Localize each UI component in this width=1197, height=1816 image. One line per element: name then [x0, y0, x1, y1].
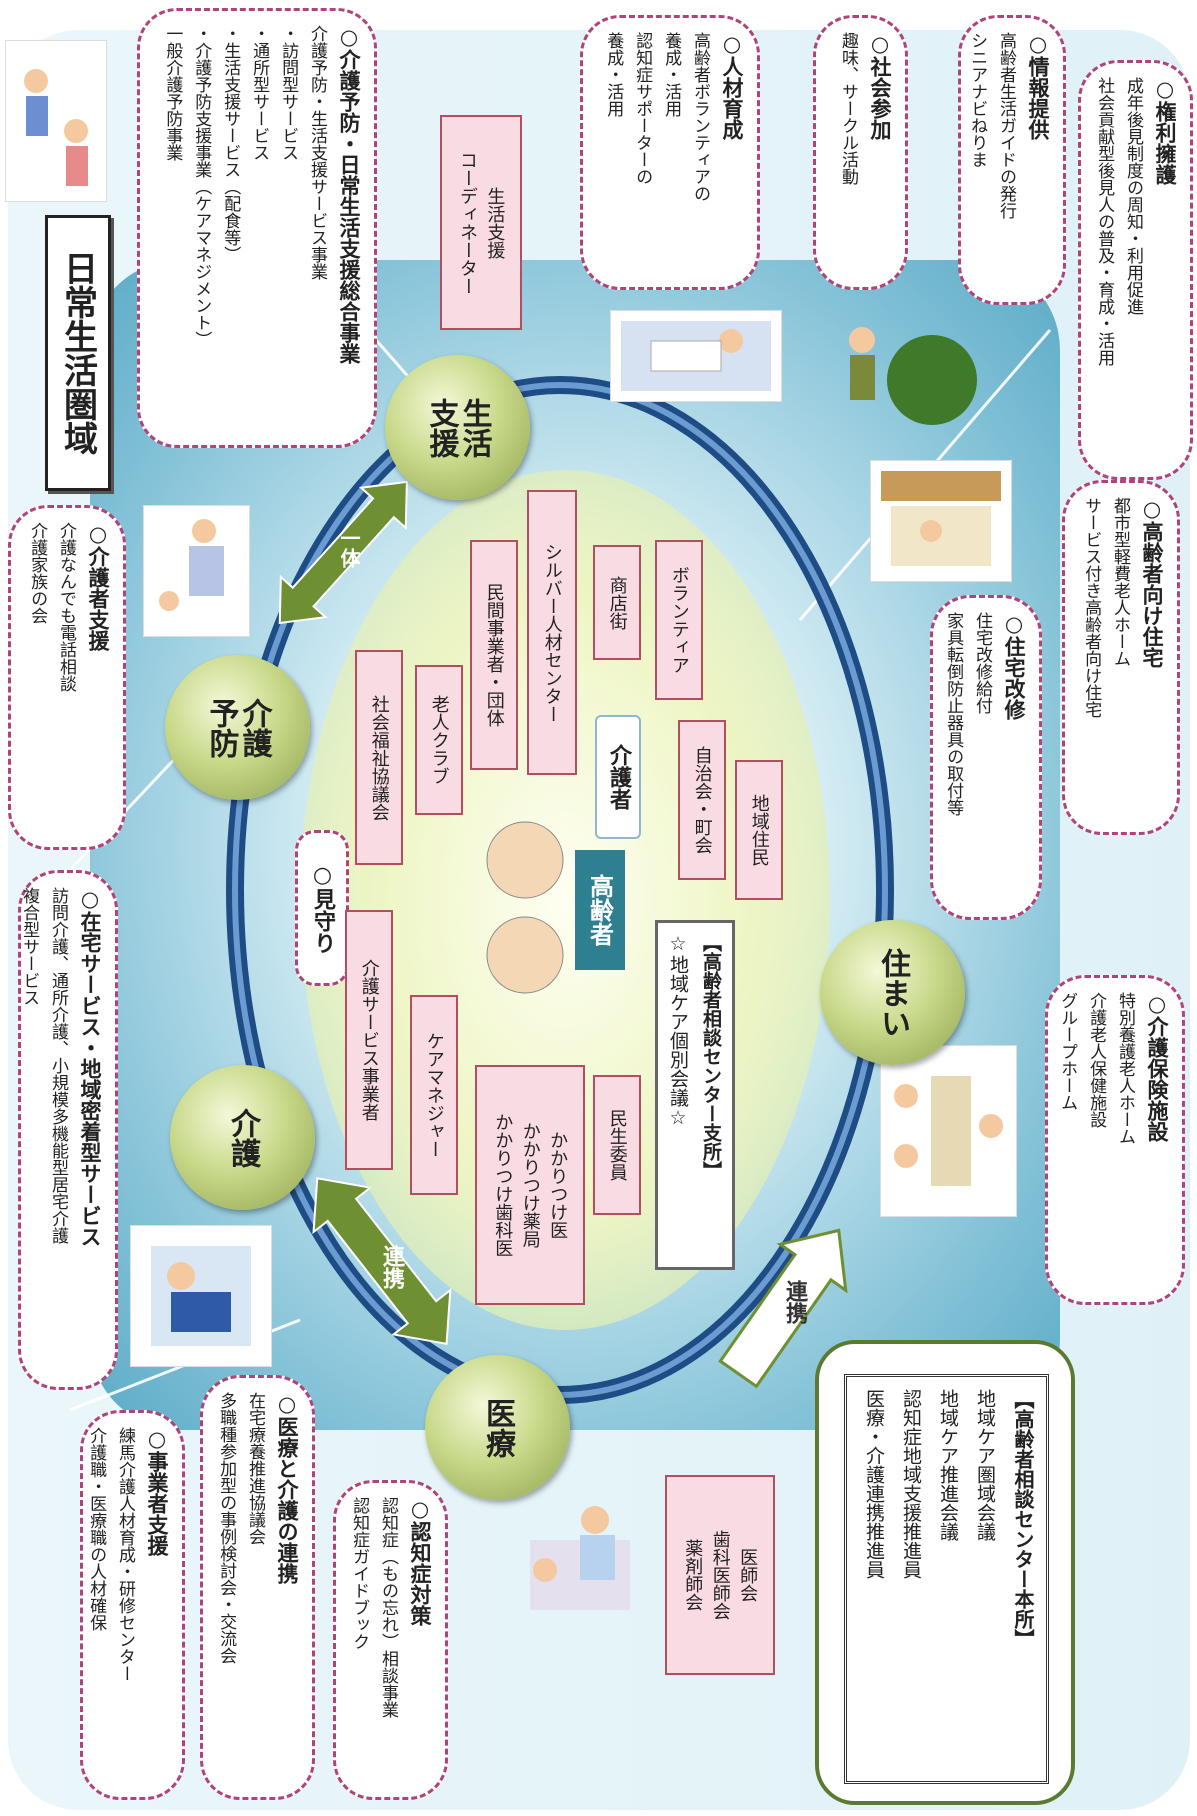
panel-sogo: ○介護予防・日常生活支援総合事業 介護予防・生活支援サービス事業・訪問型サービス… — [137, 8, 377, 448]
box-town-assoc: 自治会・町会 — [678, 720, 726, 880]
panel-iryo: ○医療と介護の連携 在宅療養推進協議会多職種参加型の事例検討会・交流会 — [200, 1375, 315, 1800]
box-private: 民間事業者・団体 — [470, 540, 518, 770]
panel-joho: ○情報提供 高齢者生活ガイドの発行シニアナビねりま — [958, 15, 1066, 305]
box-welfare-commissioner: 民生委員 — [593, 1075, 641, 1215]
panel-kenri: ○権利擁護 成年後見制度の周知・利用促進社会貢献型後見人の普及・育成・活用 — [1078, 60, 1193, 480]
panel-zaitaku: ○在宅サービス・地域密着型サービス 訪問介護、通所介護、小規模多機能型居宅介護複… — [18, 870, 118, 1390]
orb-housing: 住まい — [820, 920, 965, 1065]
renkei-right-label: 連携 — [782, 1280, 807, 1324]
panel-koureisha: ○高齢者向け住宅 都市型軽費老人ホームサービス付き高齢者向け住宅 — [1062, 480, 1180, 835]
panel-kaigosha: ○介護者支援 介護なんでも電話相談介護家族の会 — [8, 505, 126, 850]
box-residents: 地域住民 — [735, 760, 783, 900]
panel-shisetsu: ○介護保険施設 特別養護老人ホーム介護老人保健施設グループホーム — [1045, 975, 1185, 1305]
facility-meal-illustration — [880, 1045, 1017, 1217]
box-shopping: 商店街 — [593, 545, 641, 660]
panel-jutaku: ○住宅改修 住宅改修給付家具転倒防止器具の取付等 — [930, 595, 1042, 920]
box-coordinator: 生活支援コーディネーター — [440, 115, 522, 330]
mimamori-label: ○見守り — [295, 830, 349, 986]
box-family-doctor: かかりつけ医かかりつけ薬局かかりつけ歯科医 — [475, 1065, 585, 1305]
honsho-outer: 【高齢者相談センター本所】 地域ケア圏域会議 地域ケア推進会議 認知症地域支援推… — [815, 1340, 1075, 1805]
ittai-label: 一体 — [337, 528, 361, 568]
box-volunteer: ボランティア — [655, 540, 703, 700]
panel-jigyosha: ○事業者支援 練馬介護人材育成・研修センター介護職・医療職の人材確保 — [80, 1410, 185, 1800]
panel-jinzai: ○人材育成 高齢者ボランティアの養成・活用認知症サポーターの養成・活用 — [580, 15, 760, 290]
volunteer-illustration — [610, 310, 782, 402]
caregiver-label: 介護者 — [595, 715, 641, 839]
handrail-illustration — [870, 460, 1012, 582]
elderly-couple-illustration — [480, 810, 570, 1010]
box-care-manager: ケアマネジャー — [410, 995, 458, 1195]
renkei-left-label: 連携 — [379, 1245, 404, 1289]
doctor-illustration — [500, 1480, 650, 1630]
honsho-box: 【高齢者相談センター本所】 地域ケア圏域会議 地域ケア推進会議 認知症地域支援推… — [844, 1374, 1049, 1784]
care-exercise-illustration — [143, 505, 250, 637]
orb-care: 介護 — [170, 1065, 315, 1210]
care-bed-illustration — [130, 1225, 272, 1367]
box-silver: シルバー人材センター — [527, 490, 577, 775]
box-welfare: 社会福祉協議会 — [355, 650, 403, 865]
box-care-service: 介護サービス事業者 — [345, 910, 393, 1170]
renkei-right-arrow — [718, 1228, 848, 1389]
renkei-left-arrow — [312, 1177, 452, 1345]
panel-shakai: ○社会参加 趣味、サークル活動 — [813, 15, 908, 290]
ittai-arrow — [278, 480, 408, 625]
exercise-illustration — [5, 40, 107, 202]
elderly-label: 高齢者 — [575, 850, 625, 970]
panel-ninchi: ○認知症対策 認知症（もの忘れ）相談事業認知症ガイドブック — [333, 1480, 448, 1800]
orb-care-prevention: 介護予防 — [165, 655, 310, 800]
area-title: 日常生活圏域 — [45, 215, 111, 491]
orb-life-support: 生活支援 — [385, 355, 530, 500]
gardening-illustration — [822, 305, 987, 445]
orb-medical: 医療 — [425, 1355, 570, 1500]
box-seniors-club: 老人クラブ — [415, 665, 463, 815]
branch-box: 【高齢者相談センター支所】 ☆地域ケア個別会議☆ — [655, 920, 735, 1270]
box-medical-assoc: 医師会歯科医師会薬剤師会 — [665, 1475, 775, 1675]
